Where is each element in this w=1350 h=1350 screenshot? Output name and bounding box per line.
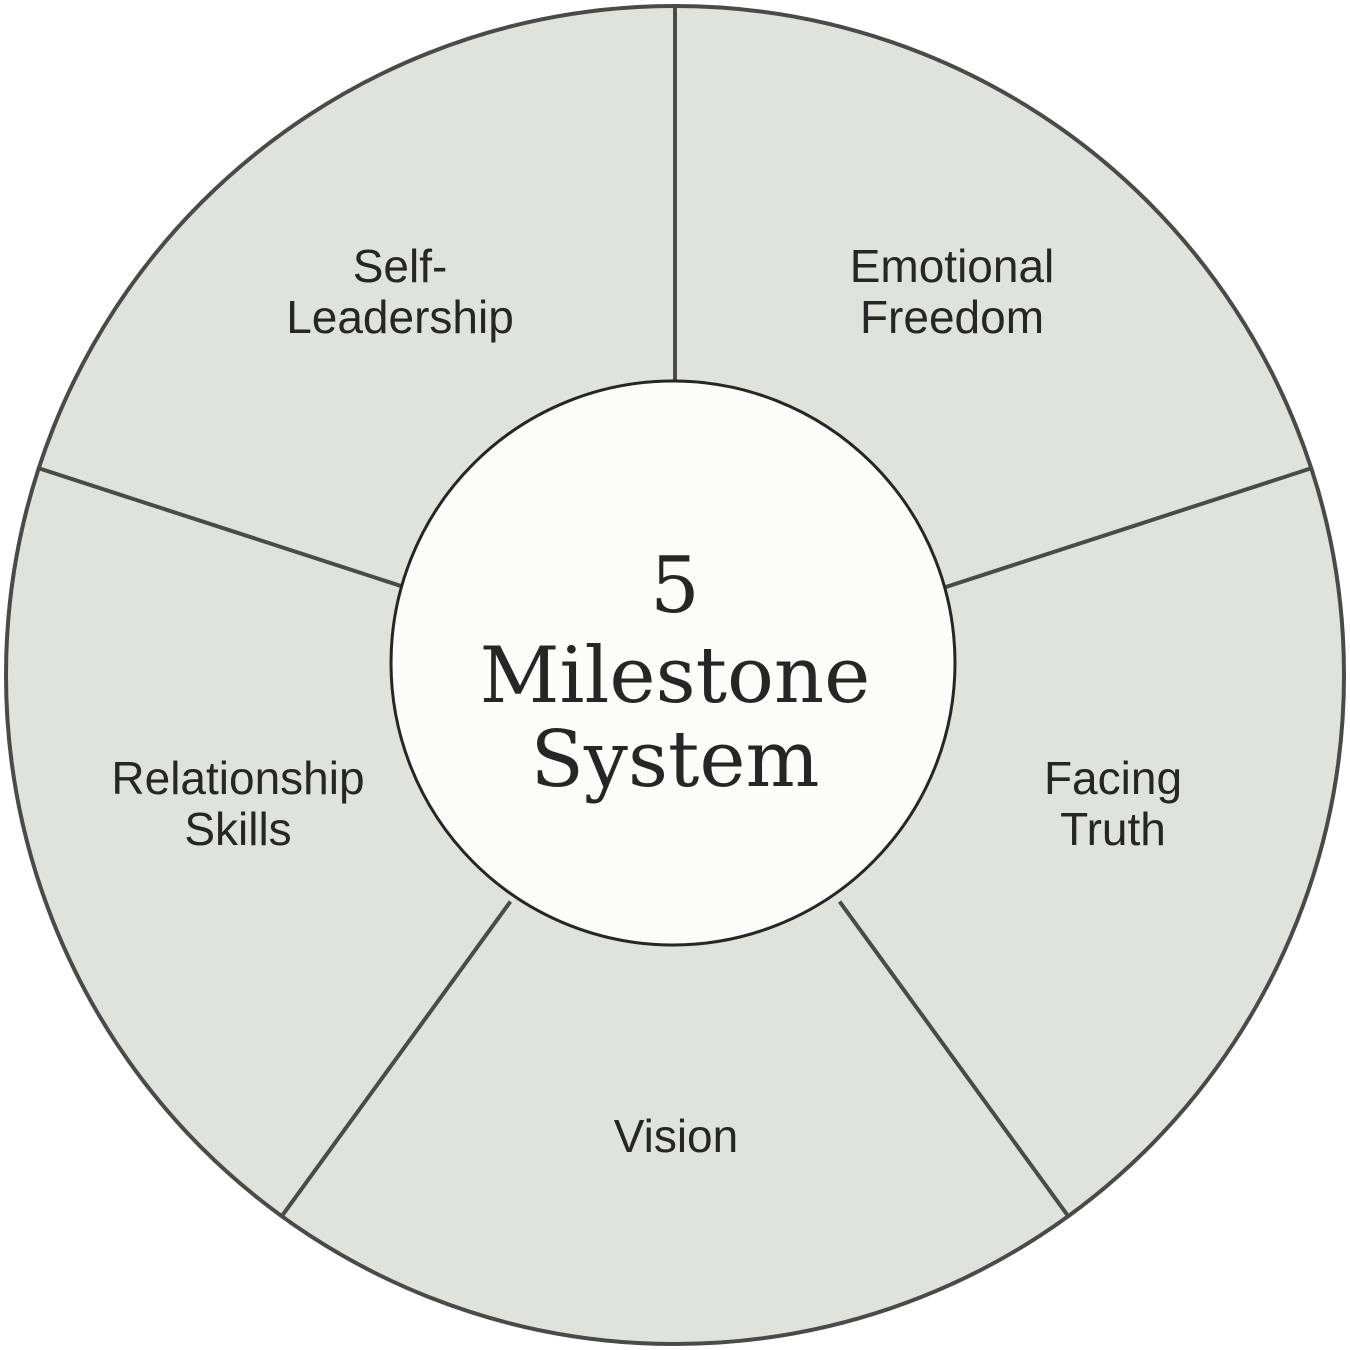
segment-label-line: Truth [1060,803,1166,855]
segment-divider [38,466,410,591]
dividers-layer [38,6,1312,1218]
segment-label-line: Relationship [111,752,364,804]
segment-label-self-leadership: Self-Leadership [286,240,514,343]
segment-label-line: Facing [1044,752,1182,804]
segment-divider [940,466,1312,591]
center-circle [389,379,957,947]
center-number: 5 [650,541,700,631]
center-title-line2: System [531,715,820,805]
segment-label-line: Vision [614,1110,738,1162]
segment-label-line: Freedom [860,291,1044,343]
segment-label-line: Leadership [286,291,514,343]
segment-vision [281,675,1069,1345]
segment-label-line: Self- [353,240,448,292]
outer-ring [4,4,1346,1346]
segment-label-vision: Vision [614,1110,738,1162]
segment-divider [280,900,513,1218]
center-title-line1: Milestone [480,631,871,721]
segment-divider [837,900,1070,1218]
segment-label-line: Skills [184,803,291,855]
segment-label-line: Emotional [850,240,1055,292]
